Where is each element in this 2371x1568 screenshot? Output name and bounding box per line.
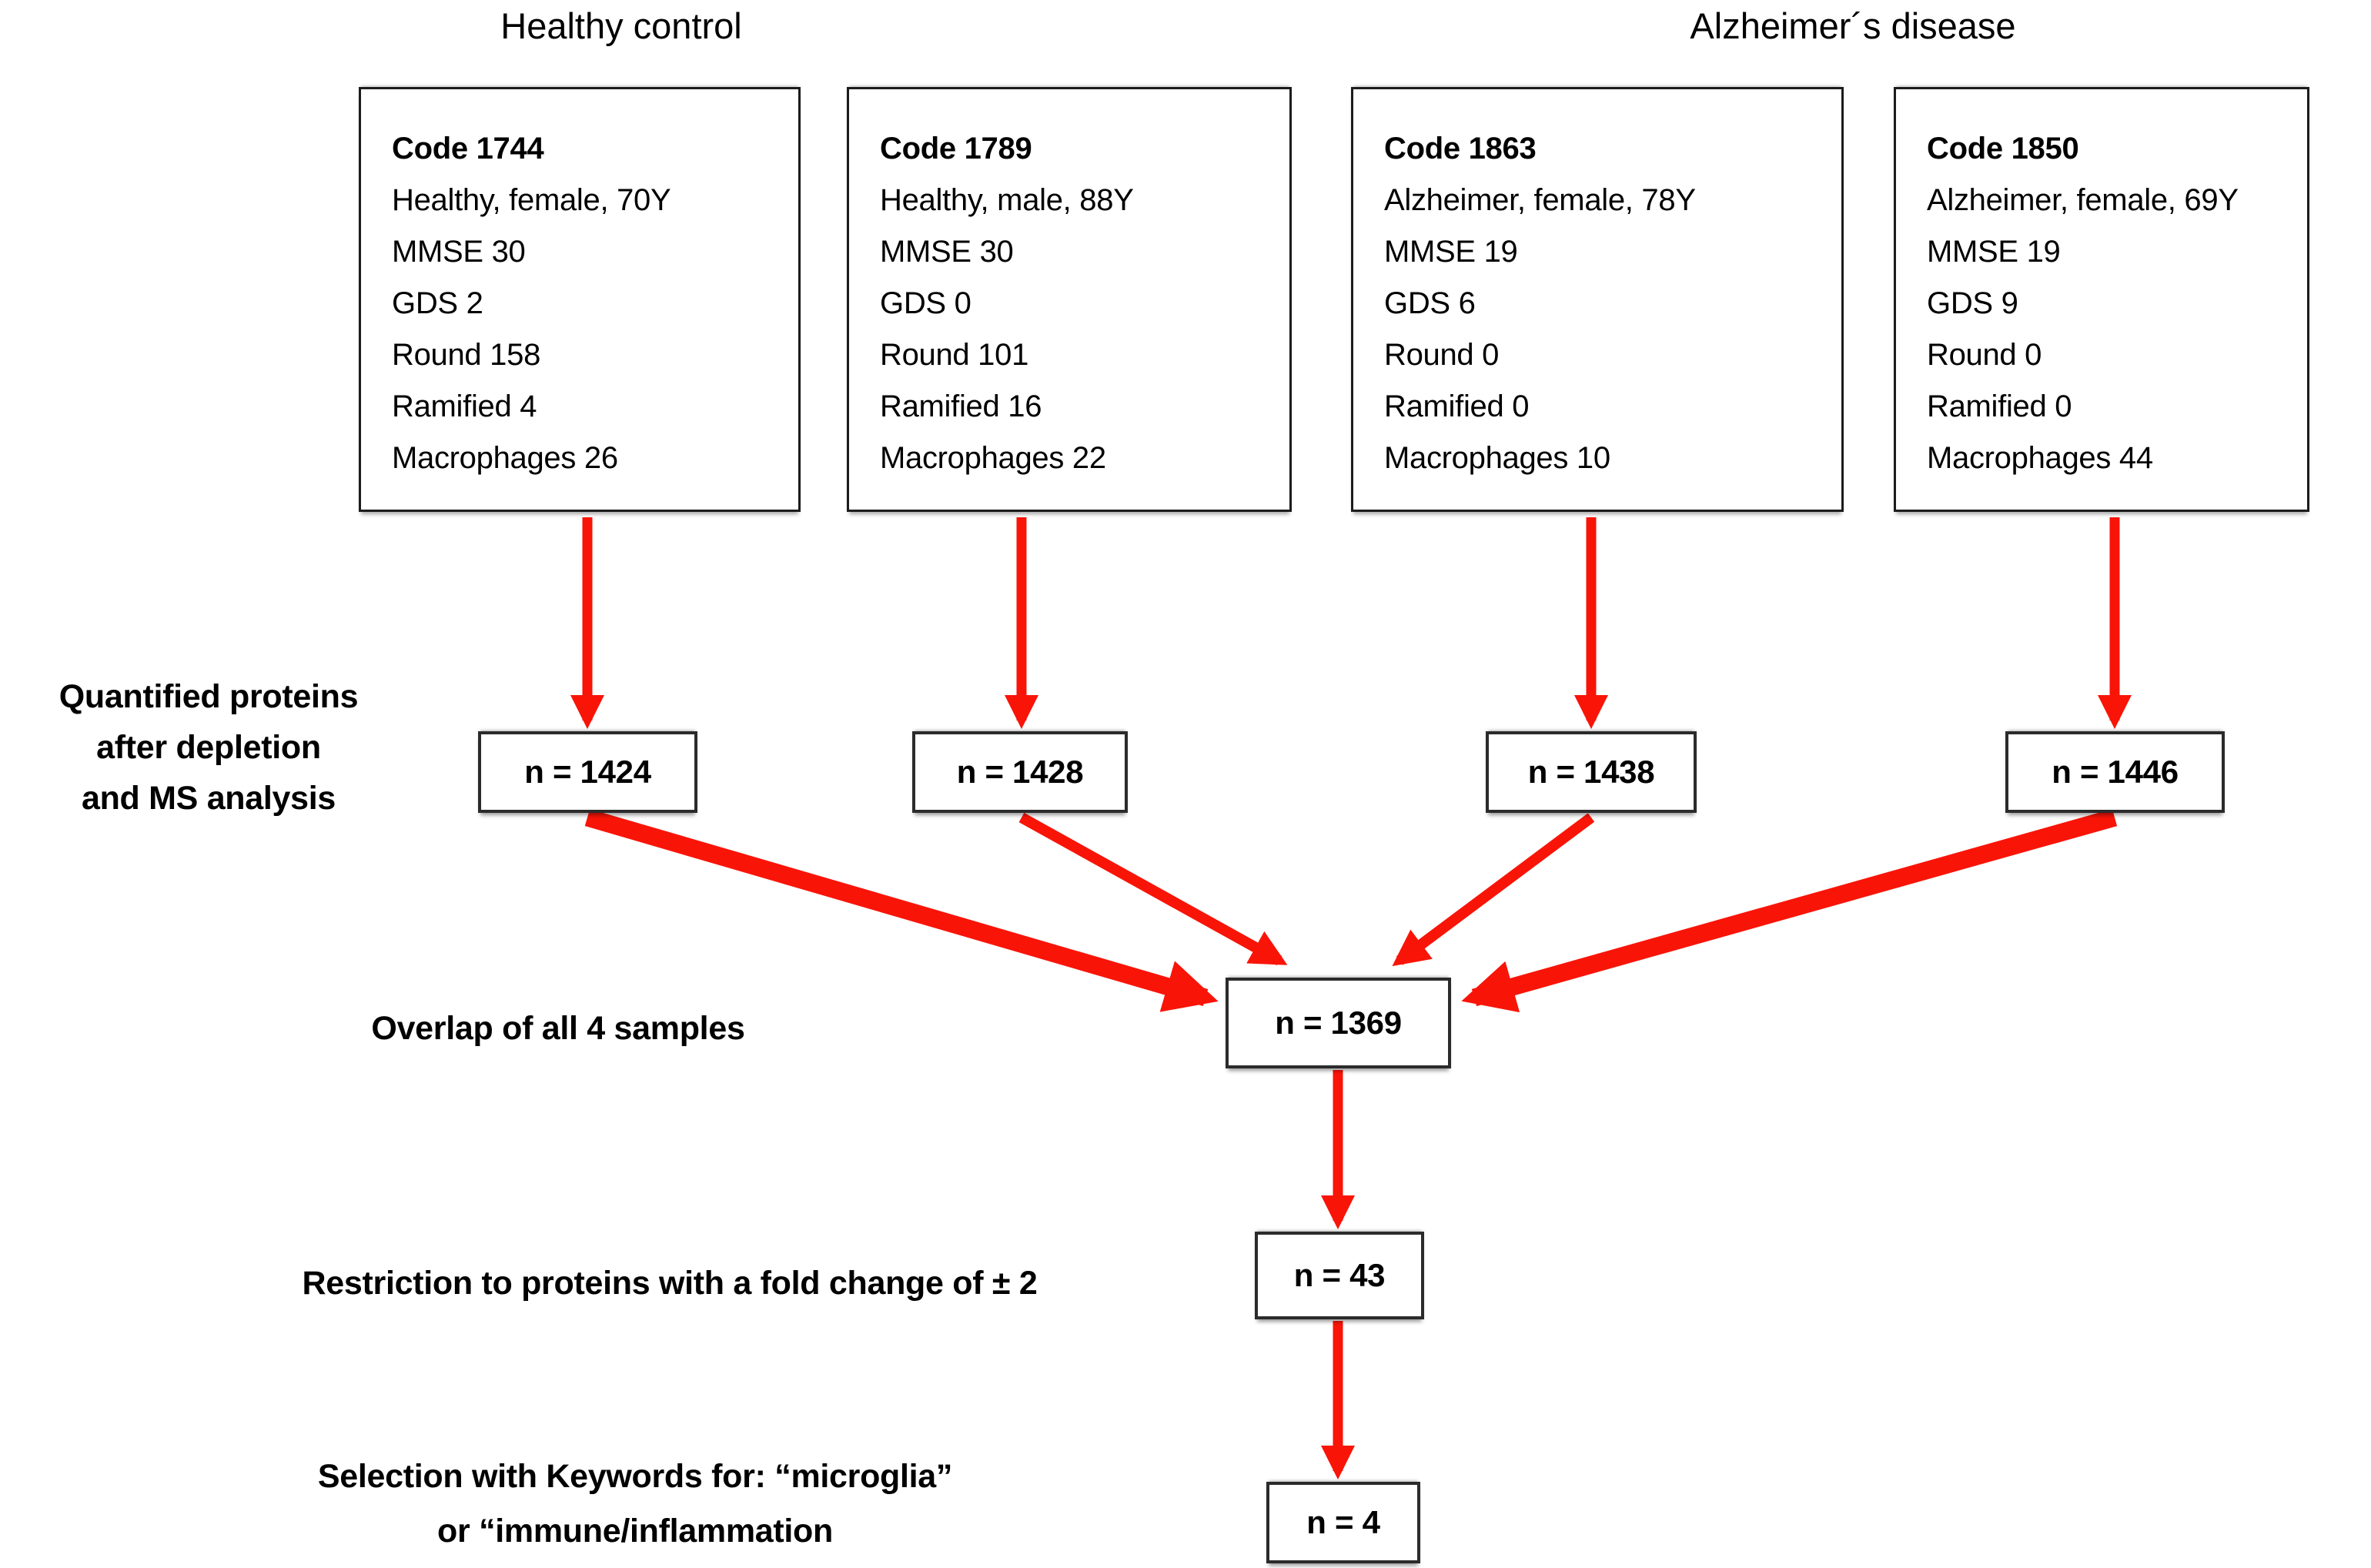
- count-box-n1424: n = 1424: [478, 731, 697, 813]
- patient-demographics: Healthy, male, 88Y: [880, 183, 1134, 217]
- patient-mmse: MMSE 19: [1927, 235, 2061, 269]
- patient-gds: GDS 2: [392, 286, 483, 320]
- patient-gds: GDS 6: [1384, 286, 1476, 320]
- stage-label-keyword-selection: Selection with Keywords for: “microglia”…: [317, 1458, 953, 1550]
- arrow-n1424-to-overlap: [584, 808, 1219, 1012]
- patient-code: Code 1850: [1927, 132, 2079, 165]
- arrow-n1428-to-overlap: [1018, 812, 1288, 966]
- stage-label-fold-change: Restriction to proteins with a fold chan…: [302, 1265, 1038, 1302]
- patient-ramified: Ramified 0: [1384, 389, 1530, 423]
- patient-ramified: Ramified 4: [392, 389, 537, 423]
- patient-macrophages: Macrophages 22: [880, 441, 1106, 475]
- patient-macrophages: Macrophages 10: [1384, 441, 1610, 475]
- patient-round: Round 0: [1927, 338, 2042, 372]
- patient-mmse: MMSE 30: [392, 235, 526, 269]
- patient-macrophages: Macrophages 44: [1927, 441, 2153, 475]
- patient-code: Code 1863: [1384, 132, 1537, 165]
- arrow-n1446-to-overlap: [1461, 808, 2118, 1013]
- patient-macrophages: Macrophages 26: [392, 441, 618, 475]
- patient-box-1863: Code 1863 Alzheimer, female, 78Y MMSE 19…: [1351, 87, 1844, 512]
- patient-round: Round 101: [880, 338, 1029, 372]
- count-box-foldchange-n43: n = 43: [1255, 1232, 1424, 1319]
- patient-demographics: Healthy, female, 70Y: [392, 183, 671, 217]
- patient-gds: GDS 0: [880, 286, 971, 320]
- group-header-alzheimers-disease: Alzheimer´s disease: [1690, 5, 2016, 46]
- patient-code: Code 1744: [392, 132, 544, 165]
- patient-code: Code 1789: [880, 132, 1032, 165]
- count-box-n1446: n = 1446: [2005, 731, 2225, 813]
- patient-demographics: Alzheimer, female, 78Y: [1384, 183, 1696, 217]
- count-box-n1428: n = 1428: [912, 731, 1128, 813]
- count-box-n1438: n = 1438: [1486, 731, 1697, 813]
- stage-label-quantified-proteins: Quantified proteins after depletion and …: [59, 678, 359, 817]
- patient-demographics: Alzheimer, female, 69Y: [1927, 183, 2239, 217]
- patient-gds: GDS 9: [1927, 286, 2018, 320]
- patient-mmse: MMSE 30: [880, 235, 1014, 269]
- count-box-overlap-n1369: n = 1369: [1226, 978, 1451, 1068]
- patient-round: Round 158: [392, 338, 541, 372]
- patient-box-1850: Code 1850 Alzheimer, female, 69Y MMSE 19…: [1894, 87, 2309, 512]
- patient-round: Round 0: [1384, 338, 1500, 372]
- arrow-n1438-to-overlap: [1392, 813, 1595, 967]
- patient-ramified: Ramified 16: [880, 389, 1042, 423]
- patient-mmse: MMSE 19: [1384, 235, 1518, 269]
- patient-box-1744: Code 1744 Healthy, female, 70Y MMSE 30 G…: [359, 87, 801, 512]
- patient-ramified: Ramified 0: [1927, 389, 2072, 423]
- patient-box-1789: Code 1789 Healthy, male, 88Y MMSE 30 GDS…: [847, 87, 1292, 512]
- stage-label-overlap: Overlap of all 4 samples: [371, 1010, 745, 1047]
- count-box-keywords-n4: n = 4: [1266, 1482, 1420, 1563]
- group-header-healthy-control: Healthy control: [500, 5, 742, 46]
